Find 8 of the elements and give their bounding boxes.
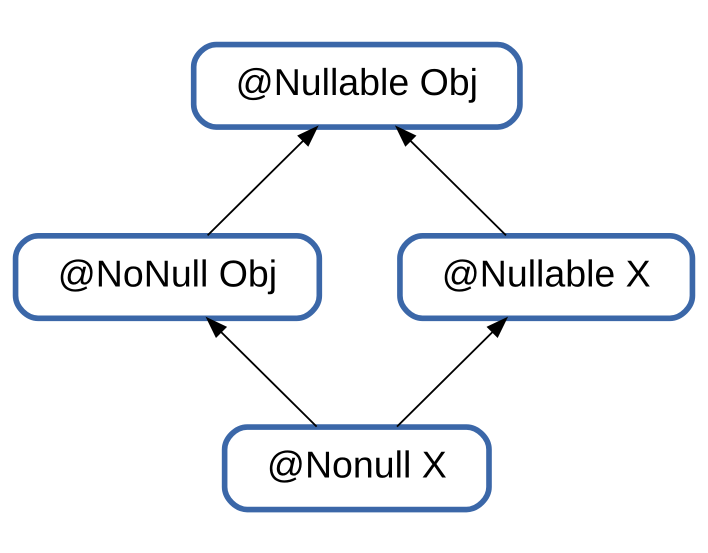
arrow xyxy=(206,124,319,236)
arrow xyxy=(394,124,507,236)
node-box: @NoNull Obj xyxy=(12,232,322,321)
node-box: @Nullable X xyxy=(397,232,696,321)
node-box: @Nonull X xyxy=(222,424,492,512)
arrow xyxy=(206,316,318,427)
node-box: @Nullable Obj xyxy=(190,41,523,130)
arrow xyxy=(396,316,508,427)
